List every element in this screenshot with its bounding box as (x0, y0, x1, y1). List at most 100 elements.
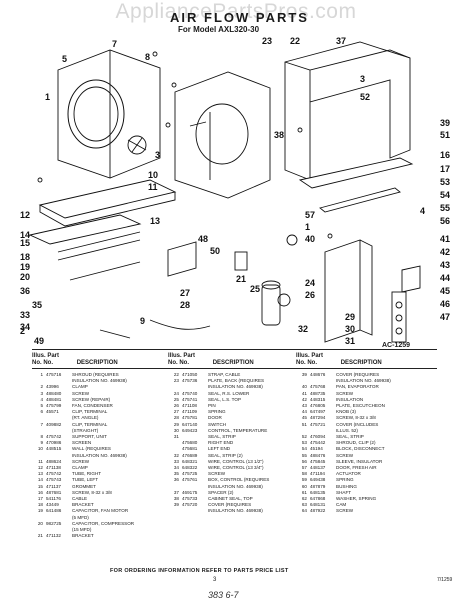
table-row: ILLUS. 52) (296, 428, 436, 434)
callout: 49 (34, 336, 44, 346)
part-no: 448515 (46, 446, 62, 452)
part-no: 45194 (310, 446, 323, 452)
table-row: (STRAIGHT) (32, 428, 164, 434)
callout: 1 (305, 222, 310, 232)
callout: 37 (336, 36, 346, 46)
part-no: 471132 (46, 533, 61, 539)
part-no: 647140 (182, 421, 198, 427)
illus-no: 28 (173, 415, 179, 421)
callout: 2 (20, 326, 25, 336)
table-row: INSULATION NO. 469938) (168, 484, 296, 490)
illus-no: 57 (301, 465, 307, 471)
wall-plate (174, 71, 271, 199)
callout: 24 (305, 278, 315, 288)
part-description: KNOB (3) (336, 409, 356, 415)
illus-label: Illus. (168, 353, 182, 359)
part-description: DOOR (208, 415, 222, 421)
callout: 40 (305, 234, 315, 244)
part-no: 475442 (310, 440, 326, 446)
illus-no: 4 (40, 396, 43, 402)
callout: 11 (148, 182, 158, 192)
part-no: 475781 (182, 415, 198, 421)
part-no: 448137 (310, 465, 326, 471)
part-description: PLATE, BACK (REQUIRES (208, 378, 265, 384)
part-no: 476094 (310, 434, 326, 440)
divider-top (32, 349, 437, 350)
description-label: DESCRIPTION (212, 359, 254, 366)
no-label: No. (296, 359, 306, 366)
callout: 33 (20, 310, 30, 320)
callout: 26 (305, 290, 315, 300)
part-no: 475742 (46, 434, 62, 440)
callout: 52 (360, 92, 370, 102)
callout-labels: 7 8 23 22 37 5 3 52 1 38 39 51 3 10 11 1… (20, 36, 450, 346)
illus-no: 56 (301, 458, 307, 464)
illus-no: 42 (301, 396, 307, 402)
illus-no: 18 (37, 502, 43, 508)
shroud-part (57, 49, 161, 179)
part-description: WALL (REQUIRES (72, 446, 111, 452)
part-description: CLAMP (72, 384, 88, 390)
illus-no: 53 (301, 440, 307, 446)
table-row: (5 MFD) (32, 515, 164, 521)
callout: 48 (198, 234, 208, 244)
callout: 8 (145, 52, 150, 62)
part-no: 488480 (46, 390, 62, 396)
part-no-label: No. (43, 359, 54, 366)
part-description: SCREW (336, 390, 354, 396)
part-label: Part (47, 353, 60, 359)
illus-no: 24 (173, 390, 179, 396)
part-no: 488476 (310, 452, 326, 458)
part-description: SCREW, 8-32 x 3/8 (336, 415, 376, 421)
page-title: AIR FLOW PARTS (170, 10, 309, 25)
capacitor (261, 284, 281, 326)
illus-no: 8 (40, 434, 43, 440)
part-no: 448315 (310, 396, 326, 402)
part-description: SUPPORT, UNIT (72, 434, 107, 440)
part-description: SPACER (2) (208, 489, 234, 495)
illus-no: 36 (173, 477, 179, 483)
illus-no: 60 (301, 483, 307, 489)
part-no: 475736 (182, 378, 198, 384)
part-description: CLIP, TERMINAL (72, 409, 108, 415)
part-no: 43449 (46, 502, 59, 508)
callout: 1 (45, 92, 50, 102)
illus-no: 34 (173, 465, 179, 471)
part-description: CONTROL, TEMPERATURE (208, 427, 268, 433)
part-no: 475716 (46, 372, 62, 377)
part-no: 469175 (182, 489, 198, 495)
part-description: CABINET SEAL, TOP (208, 496, 253, 502)
part-description: INSULATION NO. 469938) (336, 378, 391, 384)
part-no: 982725 (46, 520, 62, 526)
callout: 34 (20, 322, 30, 332)
illus-no: 11 (38, 458, 43, 464)
part-no: 641486 (46, 508, 62, 514)
callout: 57 (305, 210, 315, 220)
part-no: 475743 (46, 477, 62, 483)
table-row: INSULATION NO. 469938) (168, 508, 296, 514)
part-description: SCREEN (72, 440, 92, 446)
part-description: PAN, EVAPORATOR (336, 384, 379, 390)
column-header-col1: Illus. Part No. No. DESCRIPTION (32, 353, 118, 366)
part-description: CLAMP (72, 465, 88, 471)
